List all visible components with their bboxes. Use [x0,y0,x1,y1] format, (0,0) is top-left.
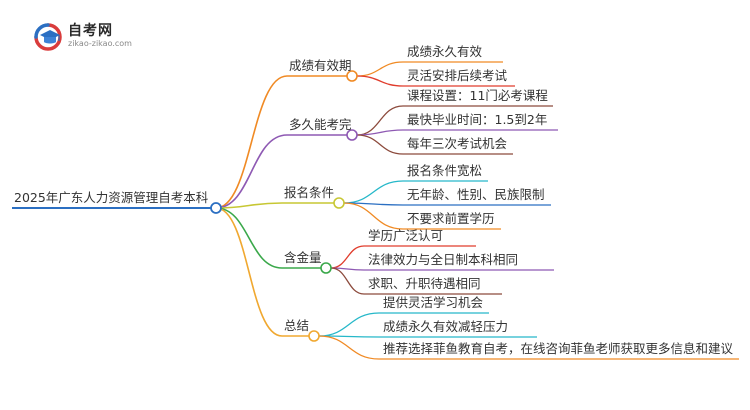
leaf-connector [318,312,380,337]
leaf-label[interactable]: 成绩永久有效减轻压力 [383,319,509,334]
root-node[interactable] [210,202,222,214]
leaf-label[interactable]: 灵活安排后续考试 [407,68,508,83]
branch-node[interactable] [308,330,320,342]
leaf-connector [318,335,380,360]
branch-connector [215,75,288,209]
leaf-connector [343,180,404,204]
branch-label[interactable]: 总结 [284,318,310,333]
leaf-connector [356,129,404,136]
branch-label[interactable]: 成绩有效期 [289,58,352,73]
root-node-label[interactable]: 2025年广东人力资源管理自考本科 [14,190,209,205]
branch-connector [215,202,283,209]
logo-title: 自考网 [68,23,113,39]
leaf-label[interactable]: 不要求前置学历 [407,211,495,226]
leaf-connector [330,267,365,295]
branch-label[interactable]: 报名条件 [284,185,335,200]
leaf-label[interactable]: 成绩永久有效 [407,44,483,59]
leaf-label[interactable]: 推荐选择菲鱼教育自考，在线咨询菲鱼老师获取更多信息和建议 [383,341,734,356]
branch-node[interactable] [346,70,358,82]
leaf-label[interactable]: 最快毕业时间：1.5到2年 [407,112,548,127]
branch-connector [215,207,283,269]
leaf-label[interactable]: 学历广泛认可 [368,228,444,243]
branch-node[interactable] [333,197,345,209]
leaf-connector [356,105,404,136]
leaf-label[interactable]: 提供灵活学习机会 [383,295,484,310]
leaf-label[interactable]: 课程设置：11门必考课程 [407,88,548,103]
graduation-cap-icon [34,23,62,51]
logo-subtitle: zikao-zikao.com [68,39,132,48]
branch-connector [215,134,288,209]
leaf-label[interactable]: 法律效力与全日制本科相同 [368,252,519,267]
leaf-label[interactable]: 求职、升职待遇相同 [368,276,481,291]
leaf-label[interactable]: 无年龄、性别、民族限制 [407,187,545,202]
branch-node[interactable] [346,129,358,141]
leaf-label[interactable]: 报名条件宽松 [407,163,483,178]
leaf-connector [343,202,404,230]
branch-connector [215,207,283,337]
leaf-connector [330,245,365,269]
branch-node[interactable] [320,262,332,274]
leaf-connector [356,75,404,87]
site-logo[interactable]: 自考网 zikao-zikao.com [32,20,152,52]
leaf-connector [356,61,404,77]
branch-label[interactable]: 含金量 [284,250,322,265]
leaf-label[interactable]: 每年三次考试机会 [407,136,508,151]
leaf-connector [356,134,404,155]
branch-label[interactable]: 多久能考完 [289,117,352,132]
